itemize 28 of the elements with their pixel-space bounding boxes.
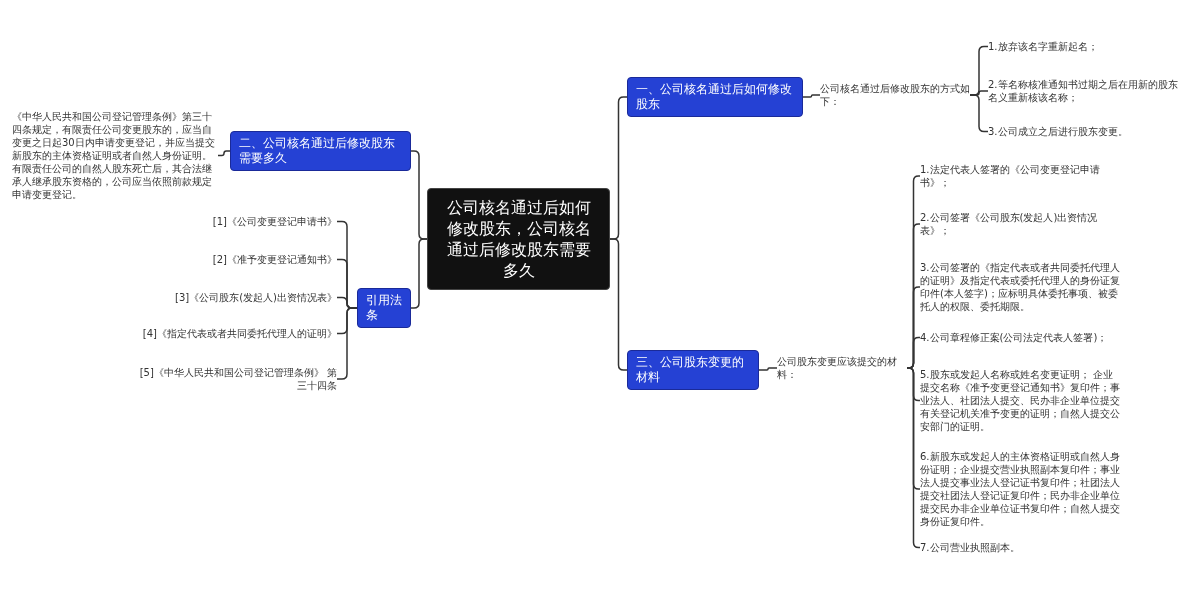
connector-line: [410, 238, 428, 309]
note-text: 7.公司营业执照副本。: [920, 541, 1120, 554]
note-text: 1.放弃该名字重新起名；: [988, 40, 1178, 53]
note-text: [5]《中华人民共和国公司登记管理条例》 第三十四条: [137, 366, 337, 392]
note-text: 3.公司成立之后进行股东变更。: [988, 125, 1178, 138]
note-text: [2]《准予变更登记通知书》: [137, 253, 337, 266]
note-text: 《中华人民共和国公司登记管理条例》第三十四条规定，有限责任公司变更股东的，应当自变更之日起30日内申请变更登记，并应当提交新股东的主体资格证明或者自然人身份证明。有限责任公司的自然人股东死亡后，其合法继承人继承股东资格的，公司应当依照前款规定申请变更登记。: [12, 110, 218, 201]
note-text: [1]《公司变更登记申请书》: [137, 215, 337, 228]
central-topic-box: 公司核名通过后如何修改股东，公司核名通过后修改股东需要多久: [427, 188, 610, 290]
note-text: 公司核名通过后修改股东的方式如下：: [820, 82, 970, 108]
note-text: 5.股东或发起人名称或姓名变更证明； 企业提交名称《准予变更登记通知书》复印件；事业法人、社团法人提交、民办非企业单位提交有关登记机关准予变更的证明；自然人提交公安部门的证明。: [920, 368, 1120, 433]
topic-box: 三、公司股东变更的材料: [627, 350, 759, 390]
connector-line: [758, 367, 778, 371]
topic-box: 引用法条: [357, 288, 411, 328]
topic-box: 一、公司核名通过后如何修改股东: [627, 77, 803, 117]
note-text: 2.等名称核准通知书过期之后在用新的股东名义重新核该名称；: [988, 78, 1178, 104]
note-text: 4.公司章程修正案(公司法定代表人签署)；: [920, 331, 1120, 344]
topic-box: 二、公司核名通过后修改股东需要多久: [230, 131, 411, 171]
note-text: 1.法定代表人签署的《公司变更登记申请书》；: [920, 163, 1120, 189]
connector-line: [217, 150, 231, 157]
note-text: [3]《公司股东(发起人)出资情况表》: [137, 291, 337, 304]
connector-line: [336, 307, 358, 380]
note-text: 6.新股东或发起人的主体资格证明或自然人身份证明；企业提交营业执照副本复印件；事业法人提交事业法人登记证书复印件；社团法人提交社团法人登记证复印件；民办非企业单位提交民办非企业单位证书复印件；自然人提交身份证复印件。: [920, 450, 1120, 528]
note-text: 3.公司签署的《指定代表或者共同委托代理人的证明》及指定代表或委托代理人的身份证复印件(本人签字)；应标明具体委托事项、被委托人的权限、委托期限。: [920, 261, 1120, 313]
note-text: 2.公司签署《公司股东(发起人)出资情况表》；: [920, 211, 1120, 237]
note-text: [4]《指定代表或者共同委托代理人的证明》: [137, 327, 337, 340]
connector-line: [802, 94, 821, 98]
note-text: 公司股东变更应该提交的材料：: [777, 355, 907, 381]
